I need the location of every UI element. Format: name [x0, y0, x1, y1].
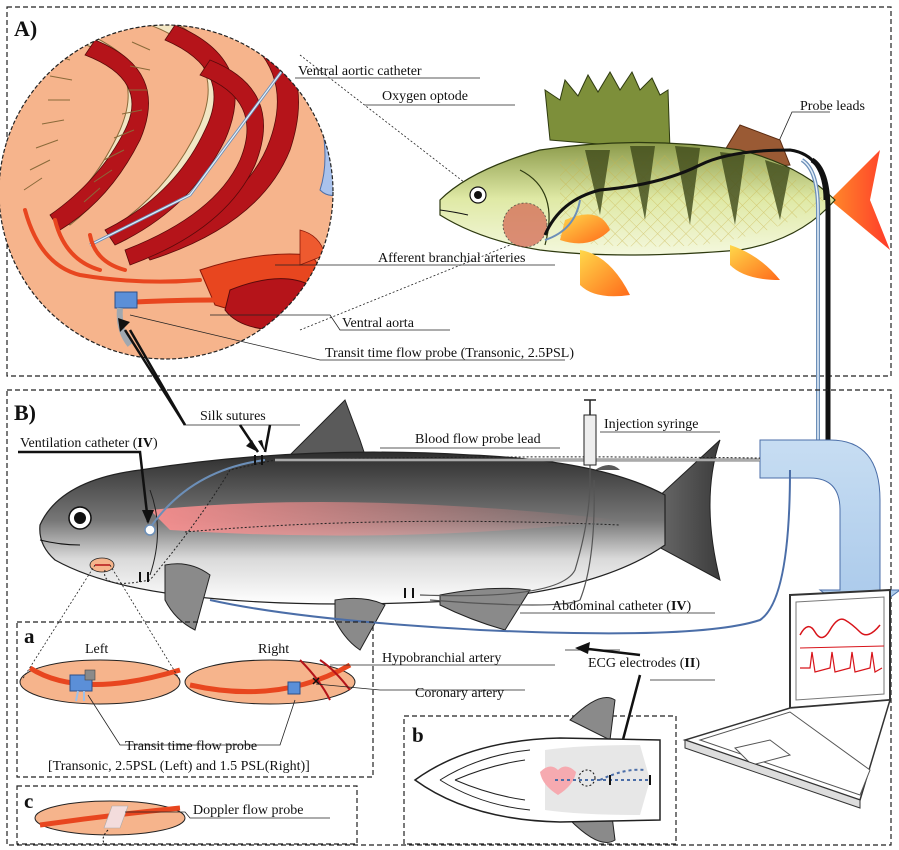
label-silk-sutures: Silk sutures [200, 409, 266, 424]
label-transit-time-probe-a: Transit time flow probe (Transonic, 2.5P… [325, 346, 574, 361]
panel-a-label: A) [14, 16, 37, 41]
right-heart-view [185, 660, 355, 704]
label-afferent-branchial-arteries: Afferent branchial arteries [378, 251, 525, 266]
label-ventral-aorta: Ventral aorta [342, 316, 415, 331]
label-ventilation-catheter: Ventilation catheter (IV) [20, 436, 158, 451]
probe-a-body [115, 292, 137, 308]
fish-ventral-view [415, 698, 660, 843]
label-blood-flow-probe-lead: Blood flow probe lead [415, 432, 541, 447]
laptop-monitor [685, 590, 890, 808]
label-right: Right [258, 642, 289, 657]
label-ventral-aortic-catheter: Ventral aortic catheter [298, 64, 422, 79]
label-injection-syringe: Injection syringe [604, 417, 698, 432]
panel-b-label: B) [14, 400, 36, 425]
label-doppler-flow-probe: Doppler flow probe [193, 803, 303, 818]
label-transit-time-flow-probe: Transit time flow probe [125, 739, 257, 754]
subpanel-b-label: b [412, 723, 424, 747]
left-heart-view [20, 660, 180, 704]
label-left: Left [85, 642, 108, 657]
label-oxygen-optode: Oxygen optode [382, 89, 468, 104]
injection-syringe [584, 415, 596, 465]
label-ecg-electrodes: ECG electrodes (II) [588, 656, 700, 671]
label-coronary-artery: Coronary artery [415, 686, 504, 701]
label-probe-leads: Probe leads [800, 99, 865, 114]
label-abdominal-catheter: Abdominal catheter (IV) [552, 599, 692, 614]
doppler-heart-view [35, 801, 185, 845]
subpanel-c-label: c [24, 789, 33, 813]
subpanel-a-label: a [24, 624, 35, 648]
label-hypobranchial-artery: Hypobranchial artery [382, 651, 501, 666]
label-probe-spec: [Transonic, 2.5PSL (Left) and 1.5 PSL(Ri… [48, 759, 310, 774]
